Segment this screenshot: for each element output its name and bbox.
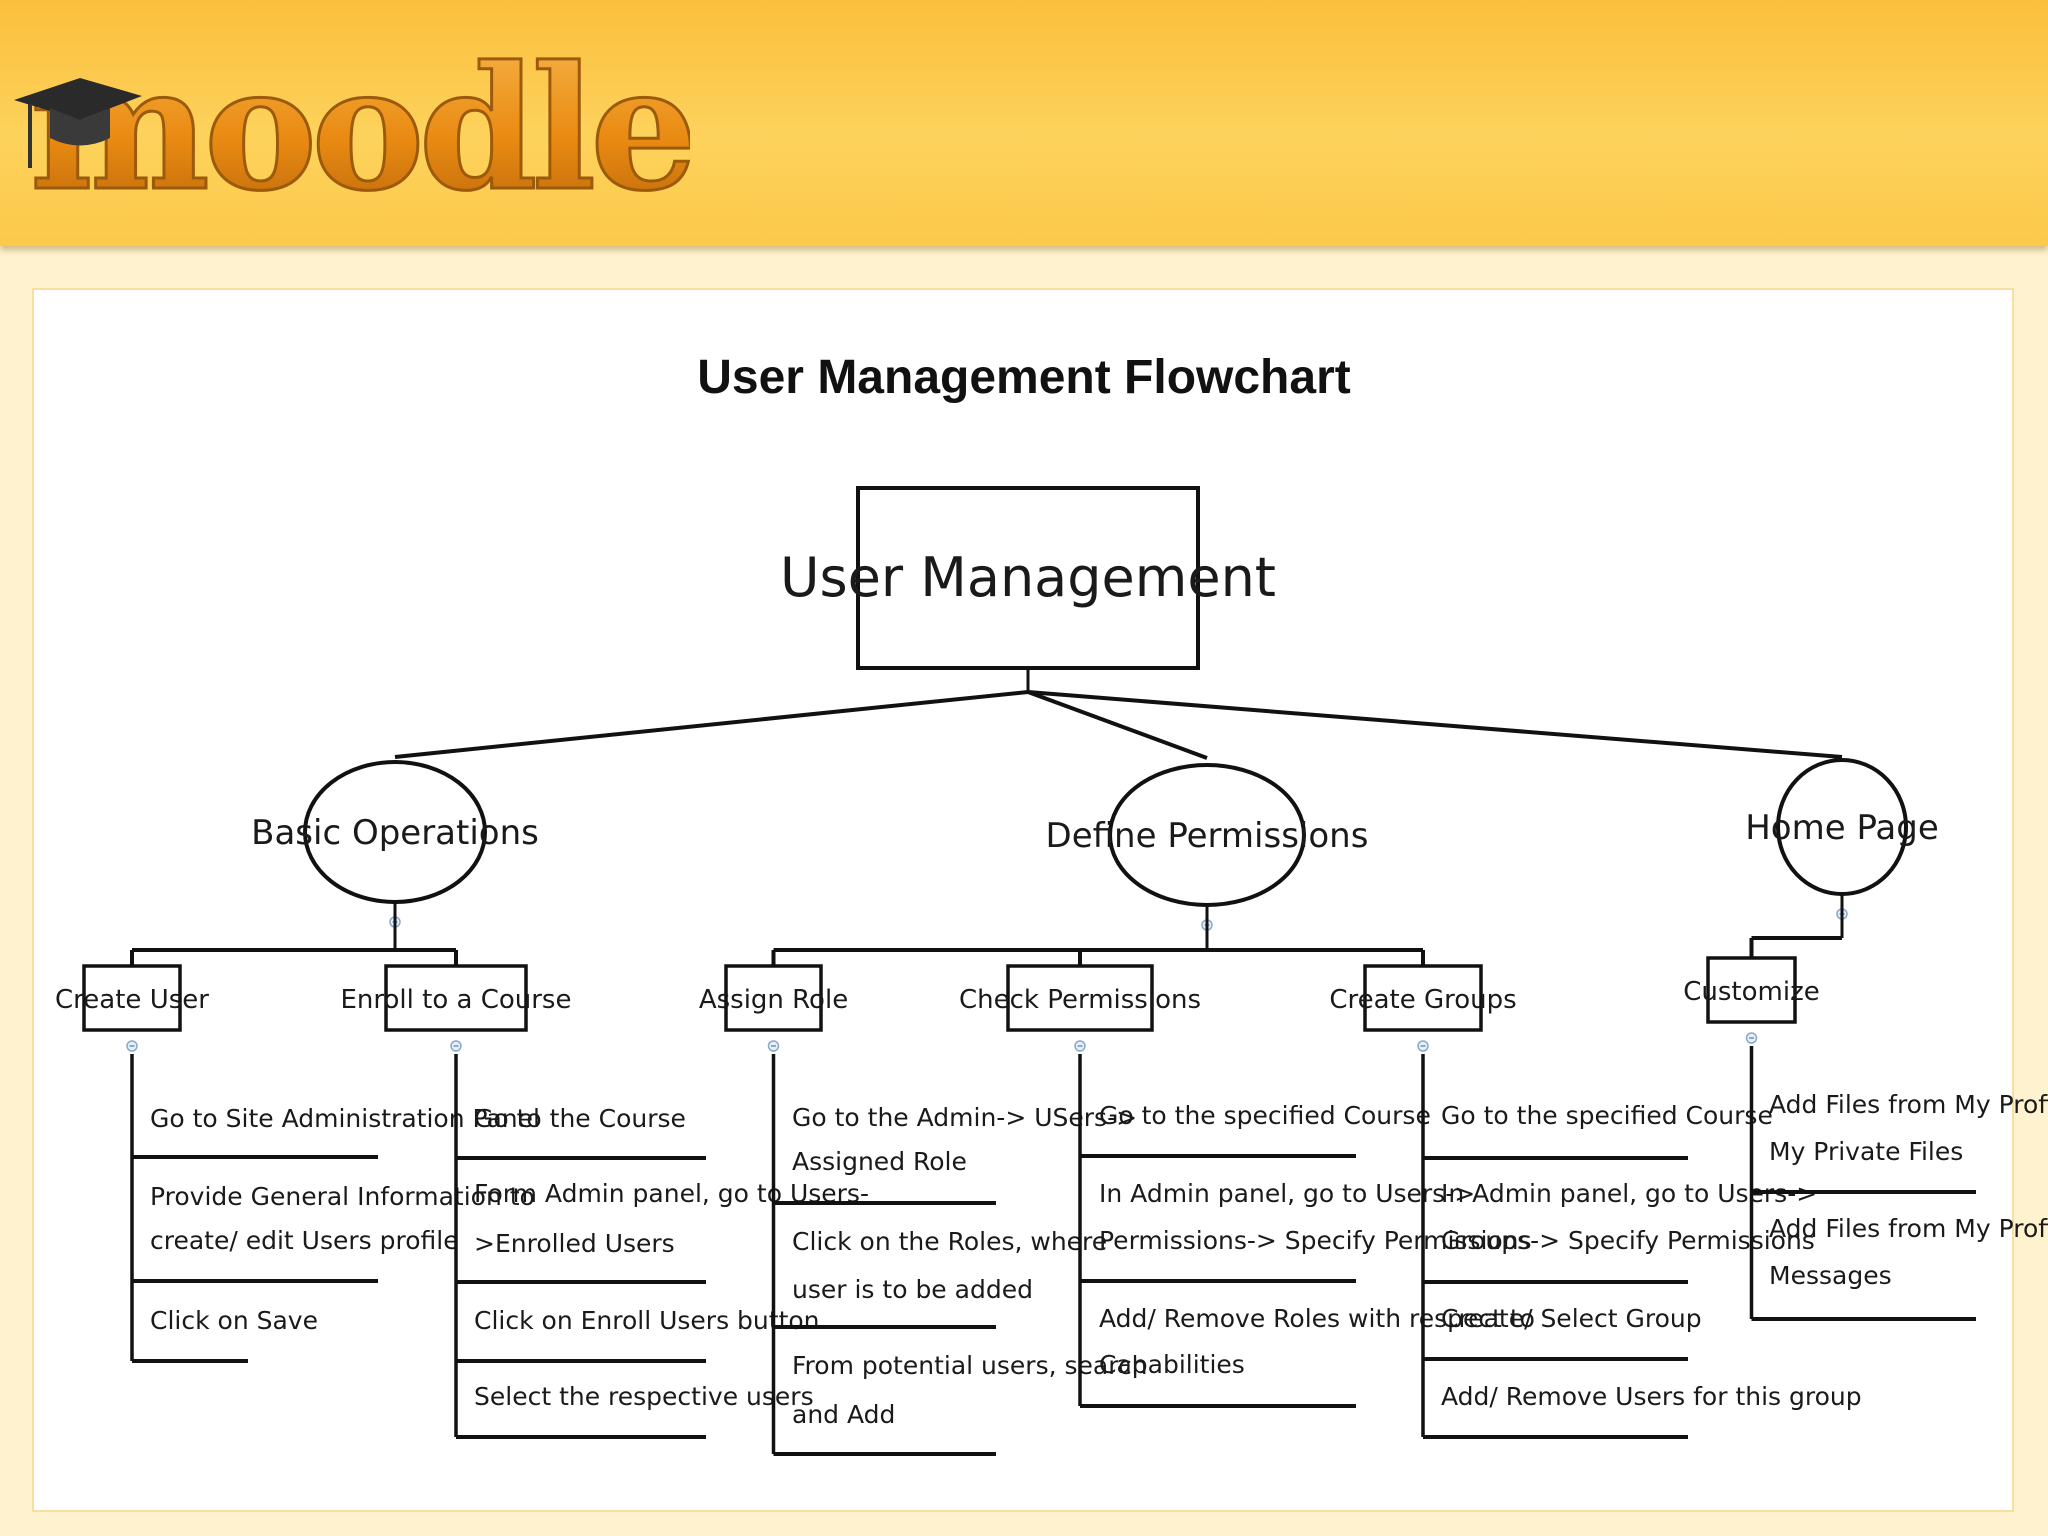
slide-title: User Management Flowchart <box>697 351 1351 404</box>
step-text: Messages <box>1769 1261 1892 1290</box>
step-text: Go to the specified Course <box>1441 1101 1773 1130</box>
step-text: My Private Files <box>1769 1137 1963 1166</box>
root-connector <box>394 690 1029 759</box>
step-text: Add Files from My Profile-> <box>1769 1214 2048 1243</box>
step-text: Provide General Information to <box>150 1182 535 1211</box>
category-label: Define Permissions <box>1046 816 1369 856</box>
step-text: Go to the Admin-> USers-> <box>792 1103 1137 1132</box>
task-node <box>82 964 182 1032</box>
task-label: Enroll to a Course <box>341 985 572 1015</box>
task-label: Assign Role <box>699 985 848 1015</box>
task-label: Check Permissions <box>959 985 1201 1015</box>
task-label: Create User <box>55 985 209 1015</box>
step-text: Add/ Remove Users for this group <box>1441 1382 1862 1411</box>
task-node <box>384 964 528 1032</box>
step-text: Go to the specified Course <box>1099 1101 1431 1130</box>
logo-wordmark: moodle <box>30 38 690 208</box>
step-text: create/ edit Users profile <box>150 1226 459 1255</box>
step-text: user is to be added <box>792 1275 1033 1304</box>
step-text: In Admin panel, go to Users-> <box>1099 1179 1475 1208</box>
step-text: Permissions-> Specify Permissions <box>1099 1226 1532 1255</box>
task-node <box>1706 956 1797 1024</box>
task-node <box>724 964 823 1032</box>
step-text: Go to Site Administration Panel <box>150 1104 540 1133</box>
step-text: From potential users, search <box>792 1351 1148 1380</box>
task-label: Create Groups <box>1329 985 1516 1015</box>
step-text: Go to the Course <box>474 1104 686 1133</box>
step-text: Assigned Role <box>792 1147 967 1176</box>
step-text: Select the respective users <box>474 1382 814 1411</box>
task-label: Customize <box>1683 977 1819 1007</box>
step-text: Groups-> Specify Permissions <box>1441 1226 1815 1255</box>
step-text: Click on Enroll Users button <box>474 1306 820 1335</box>
step-text: Capabilities <box>1099 1350 1245 1379</box>
category-label: Basic Operations <box>251 813 539 853</box>
step-text: >Enrolled Users <box>474 1229 675 1258</box>
step-text: Click on Save <box>150 1306 318 1335</box>
root-connector <box>1027 690 1843 759</box>
step-text: Create/ Select Group <box>1441 1304 1702 1333</box>
task-node <box>1363 964 1483 1032</box>
graduation-cap-icon <box>14 78 142 168</box>
step-text: Add/ Remove Roles with respect to <box>1099 1304 1535 1333</box>
step-text: Click on the Roles, where <box>792 1227 1107 1256</box>
category-label: Home Page <box>1745 808 1939 848</box>
step-text: and Add <box>792 1400 895 1429</box>
step-text: Add Files from My Profile-> <box>1769 1090 2048 1119</box>
root-node <box>856 486 1200 670</box>
task-node <box>1006 964 1154 1032</box>
root-connector <box>1027 690 1208 760</box>
moodle-logo: moodle <box>14 38 690 208</box>
header-banner: moodle <box>0 0 2048 246</box>
root-label: User Management <box>780 546 1276 609</box>
